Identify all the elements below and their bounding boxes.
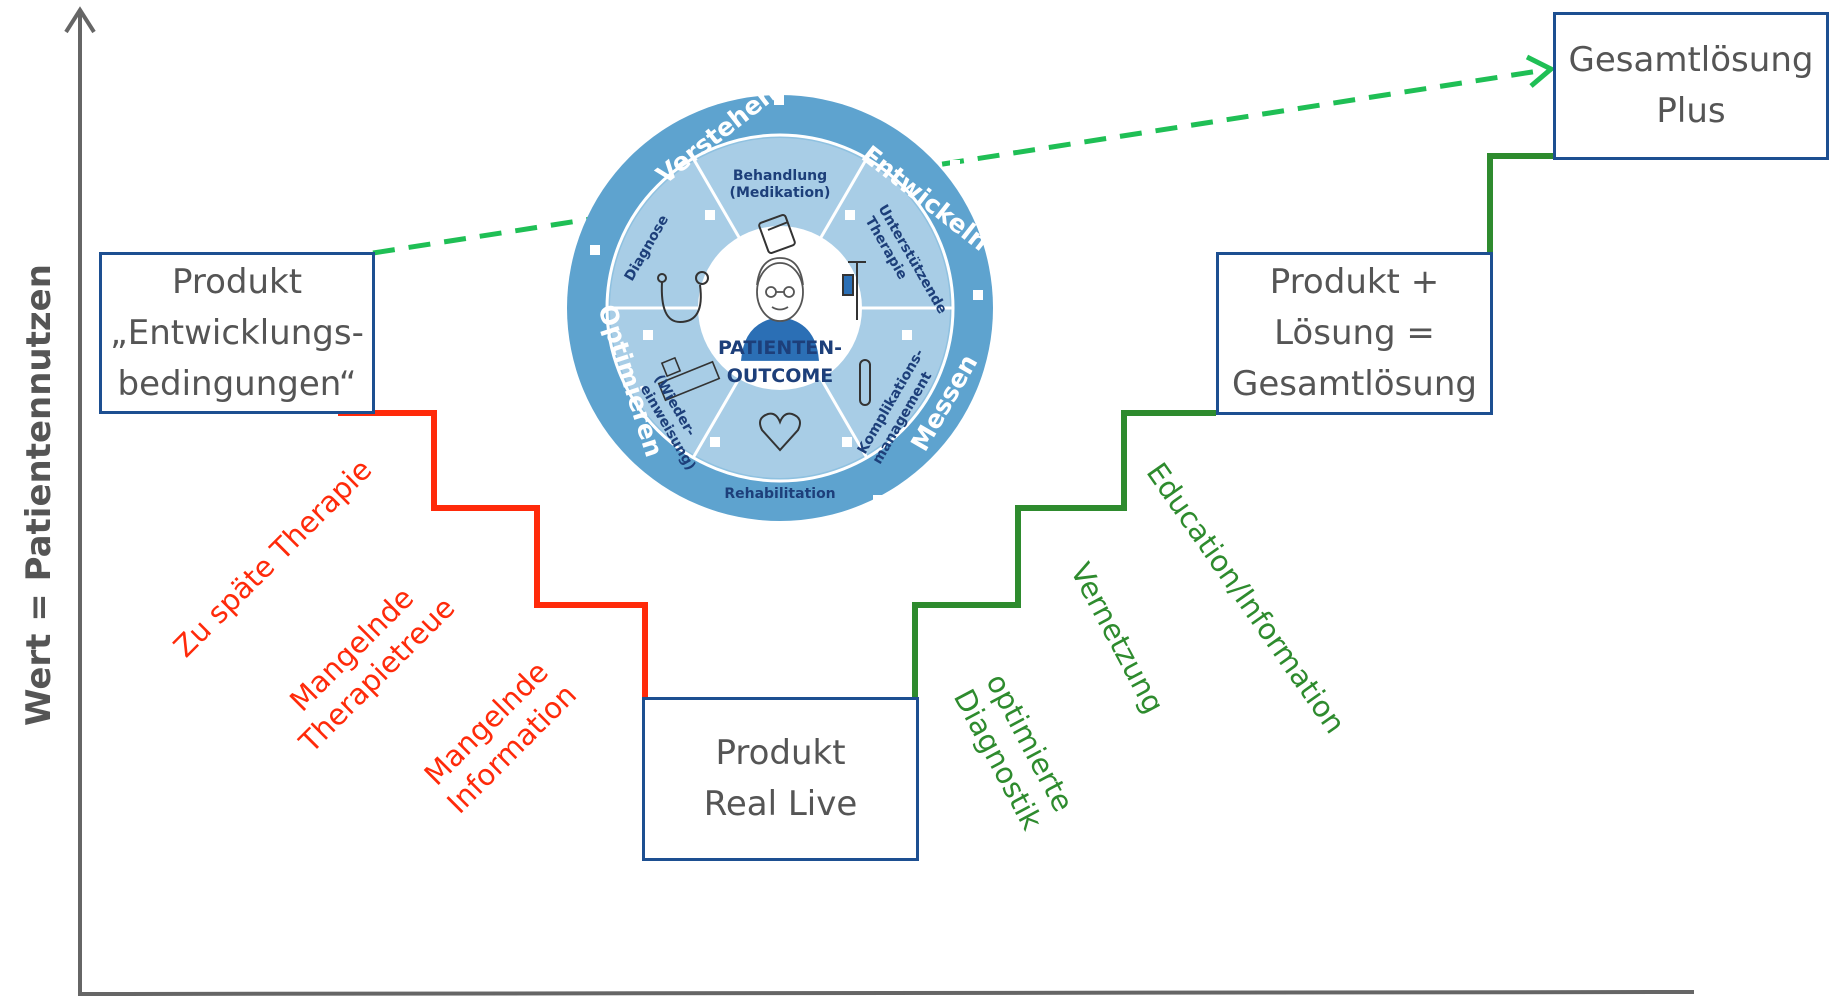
heart-icon bbox=[759, 412, 801, 452]
box-line: Gesamtlösung bbox=[1232, 364, 1477, 404]
improve-staircase-lower bbox=[912, 410, 1216, 697]
box-line: Produkt + bbox=[1269, 262, 1440, 302]
wheel-arrow-markers bbox=[590, 95, 983, 505]
dashed-arrow-head-icon bbox=[1525, 54, 1556, 88]
box-gesamtloesung-plus: Gesamtlösung Plus bbox=[1553, 12, 1829, 160]
decline-staircase bbox=[338, 410, 648, 697]
box-produkt-real-live: Produkt Real Live bbox=[642, 697, 919, 861]
box-line: Produkt bbox=[715, 733, 846, 773]
y-axis-label: Wert = Patientennutzen bbox=[19, 264, 59, 726]
box-produkt-loesung-gesamtloesung: Produkt + Lösung = Gesamtlösung bbox=[1216, 252, 1493, 415]
patient-outcome-wheel bbox=[567, 95, 993, 521]
box-line: Lösung = bbox=[1274, 313, 1435, 353]
box-line: Gesamtlösung bbox=[1568, 40, 1814, 80]
x-axis bbox=[77, 990, 1695, 996]
infusion-icon bbox=[842, 261, 866, 320]
box-line: „Entwicklungs- bbox=[110, 312, 364, 353]
medication-icon bbox=[758, 214, 796, 254]
test-tube-icon bbox=[859, 359, 871, 406]
y-axis-arrow-icon bbox=[64, 6, 96, 34]
box-line: bedingungen“ bbox=[117, 363, 357, 404]
box-line: Produkt bbox=[171, 261, 303, 302]
stethoscope-icon bbox=[657, 271, 709, 324]
box-line: Real Live bbox=[703, 784, 858, 824]
improve-staircase-upper bbox=[1487, 153, 1585, 252]
patient-face-icon bbox=[741, 257, 819, 361]
hospital-ward-icon bbox=[657, 356, 721, 402]
box-line: Plus bbox=[1656, 91, 1726, 131]
box-produkt-entwicklungsbedingungen: Produkt „Entwicklungs- bedingungen“ bbox=[99, 252, 375, 414]
